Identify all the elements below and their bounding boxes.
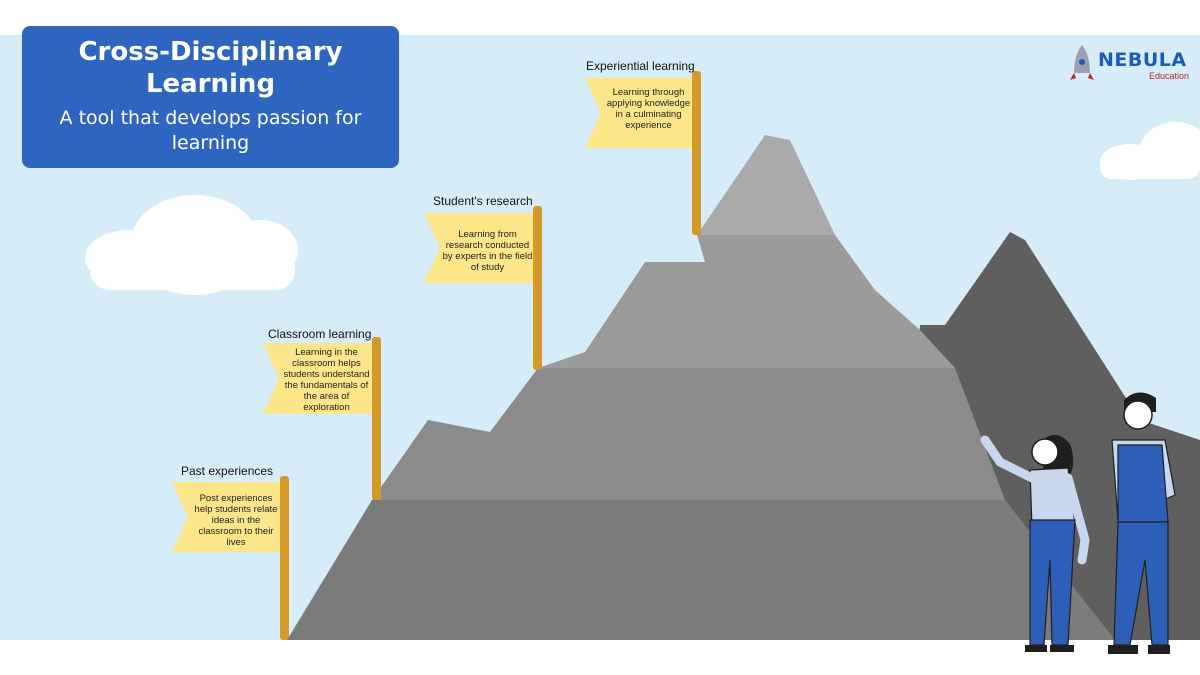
mountain-tier-3 (538, 235, 955, 368)
flag-text-past: Post experiences help students relate id… (194, 493, 278, 548)
flag-text-research: Learning from research conducted by expe… (442, 229, 533, 273)
flag-3 (424, 206, 542, 370)
stage-label-research: Student's research (433, 194, 533, 208)
subtitle: A tool that develops passion for learnin… (59, 107, 362, 154)
woman-figure (980, 434, 1090, 652)
man-figure (1108, 392, 1176, 654)
main-title: Cross-Disciplinary Learning (78, 37, 343, 99)
cloud-left (85, 195, 298, 295)
title-box: Cross-Disciplinary Learning A tool that … (22, 26, 399, 168)
flag-text-experiential: Learning through applying knowledge in a… (606, 87, 691, 131)
flag-1 (172, 476, 289, 640)
logo-brand: NEBULA (1098, 49, 1187, 71)
logo-sub: Education (1149, 71, 1190, 81)
mountain-tier-1 (287, 500, 1115, 640)
nebula-logo: NEBULA Education (1072, 43, 1194, 85)
stage-label-classroom: Classroom learning (268, 327, 372, 341)
flag-text-classroom: Learning in the classroom helps students… (283, 347, 370, 413)
stage-label-experiential: Experiential learning (586, 59, 695, 73)
stage-label-past: Past experiences (181, 464, 274, 478)
mountain-tier-2 (372, 368, 1005, 500)
flag-4 (585, 71, 701, 235)
rocket-icon (1070, 45, 1094, 80)
cloud-right (1100, 122, 1200, 180)
mountain-tier-4 (697, 135, 835, 235)
flag-2 (263, 337, 381, 500)
